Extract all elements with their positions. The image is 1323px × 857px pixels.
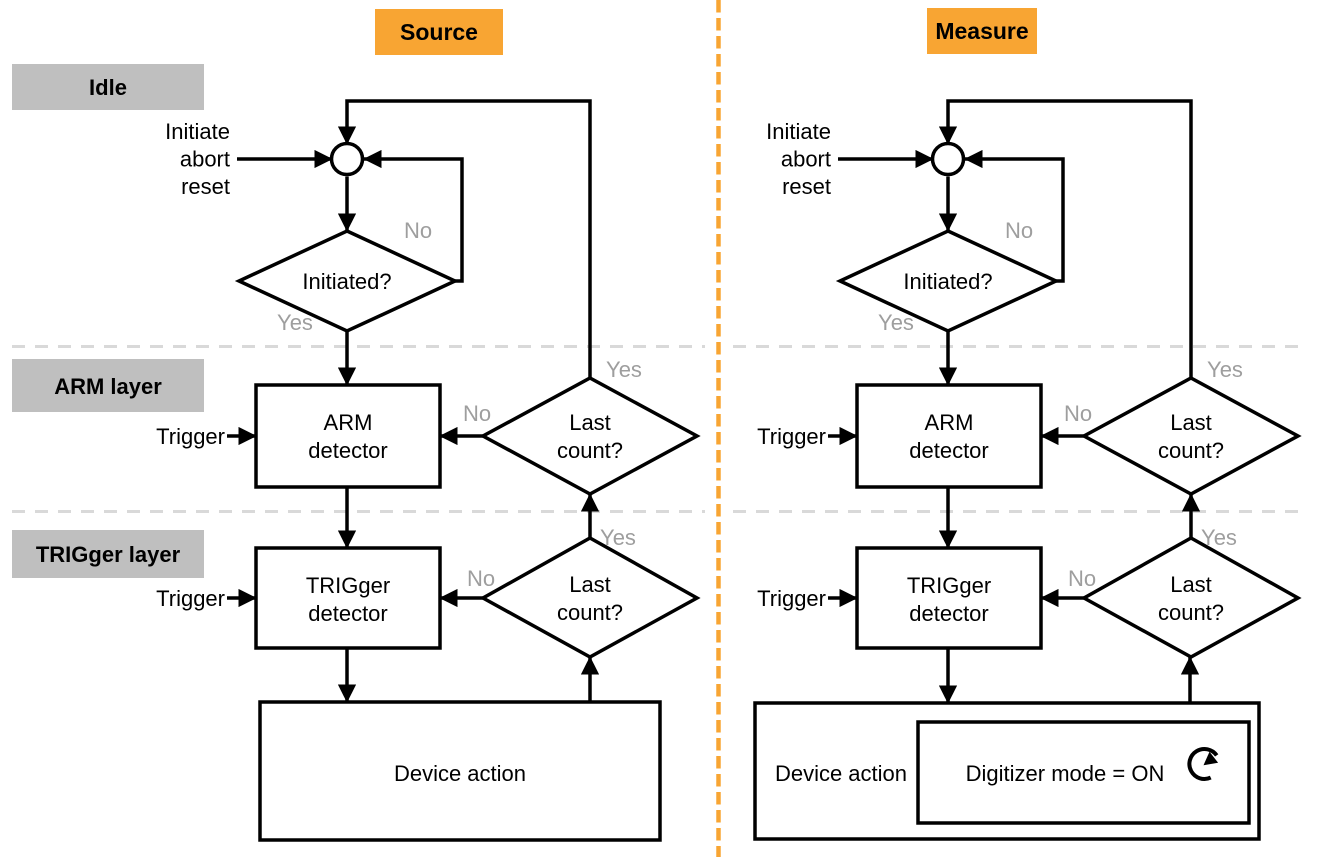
initiated-decision-label: Initiated? xyxy=(903,269,992,294)
device-action-box xyxy=(258,700,662,842)
trigger-last-count-decision xyxy=(1080,535,1302,659)
digitizer-mode-label: Digitizer mode = ON xyxy=(966,761,1165,786)
trigger-trigger-in-label: Trigger xyxy=(156,586,225,611)
initiate-label-line1: Initiate xyxy=(165,119,230,144)
layer-label-trigger-box xyxy=(12,530,204,578)
source-header-label: Source xyxy=(400,19,478,45)
source-header-box xyxy=(375,9,503,55)
trigger-last-count-label-line1: Last xyxy=(1170,572,1212,597)
initiated-no-label: No xyxy=(404,218,432,243)
trigger-last-count-no-label: No xyxy=(1068,566,1096,591)
arm-detector-label-line1: ARM xyxy=(925,410,974,435)
repeat-icon xyxy=(1187,747,1219,781)
arm-detector-box xyxy=(855,383,1043,489)
trigger-last-count-label-line1: Last xyxy=(569,572,611,597)
layer-label-arm: ARM layer xyxy=(54,374,162,399)
initiate-label-line3: reset xyxy=(181,174,230,199)
arm-last-count-yes-label: Yes xyxy=(606,357,642,382)
initiate-label-line1: Initiate xyxy=(766,119,831,144)
arm-last-count-label-line2: count? xyxy=(557,438,623,463)
arm-detector-label-line2: detector xyxy=(308,438,388,463)
layer-labels: Idle ARM layer TRIGger layer xyxy=(12,64,204,578)
layer-label-idle-box xyxy=(12,64,204,110)
device-action-label: Device action xyxy=(775,761,907,786)
arm-last-count-no-label: No xyxy=(463,401,491,426)
layer-label-trigger: TRIGger layer xyxy=(36,542,181,567)
layer-label-idle: Idle xyxy=(89,75,127,100)
source-column: Initiate abort reset Initiated? No Yes A… xyxy=(156,99,701,842)
arm-last-count-label-line2: count? xyxy=(1158,438,1224,463)
initiate-label-line2: abort xyxy=(781,147,831,172)
trigger-detector-label-line2: detector xyxy=(909,601,989,626)
initiated-yes-label: Yes xyxy=(878,310,914,335)
junction-node xyxy=(930,141,966,177)
initiate-label-line2: abort xyxy=(180,147,230,172)
trigger-last-count-no-label: No xyxy=(467,566,495,591)
initiate-label-line3: reset xyxy=(782,174,831,199)
measure-header-box xyxy=(927,8,1037,54)
measure-header-label: Measure xyxy=(935,18,1028,44)
trigger-detector-box xyxy=(855,546,1043,650)
initiated-yes-label: Yes xyxy=(277,310,313,335)
repeat-icon-arc xyxy=(1187,747,1219,781)
arm-trigger-in-label: Trigger xyxy=(156,424,225,449)
trigger-detector-label-line1: TRIGger xyxy=(907,573,991,598)
measure-column: Initiate abort reset Initiated? No Yes A… xyxy=(753,99,1302,841)
arm-last-count-no-label: No xyxy=(1064,401,1092,426)
trigger-trigger-in-label: Trigger xyxy=(757,586,826,611)
trigger-last-count-decision xyxy=(479,535,701,659)
layer-label-arm-box xyxy=(12,359,204,412)
arm-trigger-in-label: Trigger xyxy=(757,424,826,449)
junction-node xyxy=(329,141,365,177)
trigger-detector-box xyxy=(254,546,442,650)
last-count-yes-loop xyxy=(938,99,1193,378)
device-action-label: Device action xyxy=(394,761,526,786)
repeat-icon-arrowhead xyxy=(1203,751,1219,766)
arm-last-count-decision xyxy=(1080,376,1302,496)
trigger-last-count-label-line2: count? xyxy=(557,600,623,625)
arm-last-count-yes-label: Yes xyxy=(1207,357,1243,382)
last-count-yes-loop xyxy=(337,99,592,378)
initiated-decision-label: Initiated? xyxy=(302,269,391,294)
arm-last-count-label-line1: Last xyxy=(569,410,611,435)
arm-last-count-decision xyxy=(479,376,701,496)
arm-detector-box xyxy=(254,383,442,489)
arm-last-count-label-line1: Last xyxy=(1170,410,1212,435)
trigger-last-count-label-line2: count? xyxy=(1158,600,1224,625)
initiated-no-label: No xyxy=(1005,218,1033,243)
trigger-detector-label-line1: TRIGger xyxy=(306,573,390,598)
arm-detector-label-line2: detector xyxy=(909,438,989,463)
arm-detector-label-line1: ARM xyxy=(324,410,373,435)
trigger-detector-label-line2: detector xyxy=(308,601,388,626)
